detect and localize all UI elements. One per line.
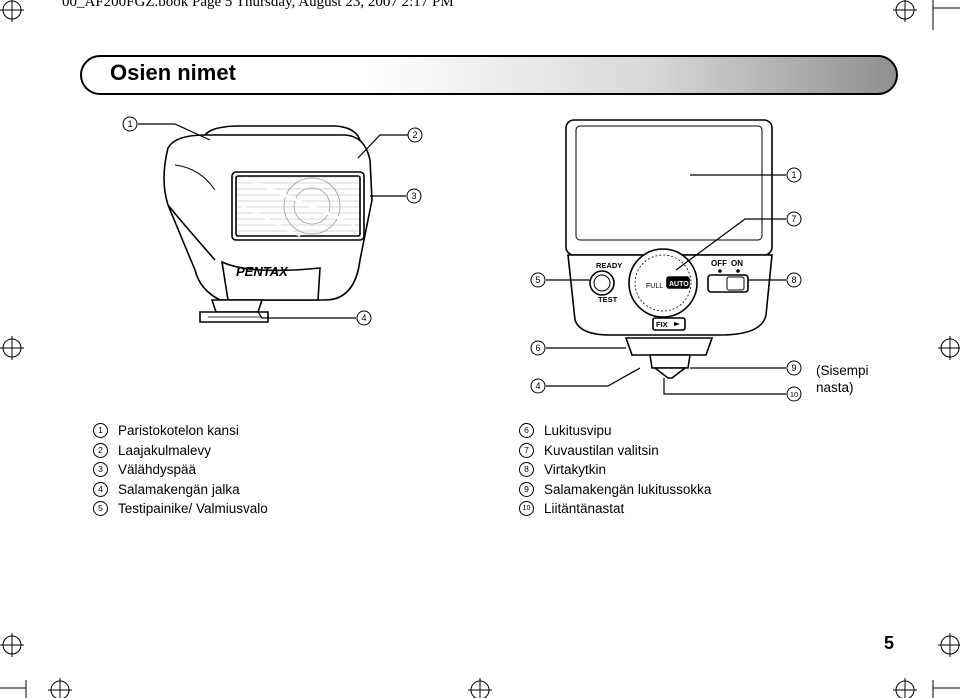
callout-num: 3: [411, 191, 416, 201]
legend-item: 10 Liitäntänastat: [519, 499, 711, 519]
off-label: OFF: [711, 259, 727, 268]
section-title-bar: [80, 55, 898, 95]
legend-number: 7: [519, 442, 534, 458]
legend-text: Paristokotelon kansi: [118, 423, 239, 438]
brand-label: PENTAX: [236, 264, 289, 279]
legend-item: 8 Virtakytkin: [519, 460, 711, 480]
legend-text: Salamakengän jalka: [118, 481, 240, 497]
legend-item: 9 Salamakengän lukitussokka: [519, 480, 711, 500]
legend-item: 4 Salamakengän jalka: [93, 480, 268, 500]
legend-item: 7 Kuvaustilan valitsin: [519, 441, 711, 461]
on-label: ON: [731, 259, 743, 268]
legend-number: 4: [93, 481, 108, 497]
legend-item: 1 Paristokotelon kansi: [93, 421, 268, 441]
parts-legend-right: 6 Lukitusvipu 7 Kuvaustilan valitsin 8 Virt…: [519, 421, 711, 519]
legend-text: Laajakulmalevy: [118, 442, 212, 458]
legend-item: 3 Välähdyspää: [93, 460, 268, 480]
legend-number: 2: [93, 442, 108, 458]
callout-num: 9: [791, 363, 796, 373]
legend-number: 6: [519, 423, 534, 439]
flash-rear-view: READY TEST FULL AUTO OFF ON FIX: [565, 119, 773, 379]
callout-num: 1: [127, 119, 132, 129]
inner-pin-note: (Sisempi nasta): [816, 363, 869, 395]
legend-number: 5: [93, 501, 108, 517]
auto-label: AUTO: [669, 281, 689, 288]
legend-item: 6 Lukitusvipu: [519, 421, 711, 441]
full-label: FULL: [646, 283, 663, 290]
legend-text: Lukitusvipu: [544, 423, 612, 438]
right-callout-lines: [546, 174, 786, 395]
callout-num: 1: [791, 170, 796, 180]
legend-number: 9: [519, 481, 534, 497]
page-number: 5: [884, 633, 895, 653]
legend-text: Testipainike/ Valmiusvalo: [118, 501, 268, 516]
flash-front-view: PENTAX: [163, 125, 373, 323]
legend-number: 3: [93, 462, 108, 478]
callout-num: 2: [412, 130, 417, 140]
left-callout-numbers: 1 2 3 4: [122, 116, 423, 326]
legend-text: Salamakengän lukitussokka: [544, 481, 712, 497]
right-callout-numbers: 1 7 5 8 6 9 4 10: [530, 167, 802, 402]
print-header-line: 00_AF200FGZ.book Page 5 Thursday, August…: [62, 0, 454, 10]
callout-num: 6: [535, 343, 540, 353]
callout-num: 7: [791, 214, 796, 224]
legend-item: 5 Testipainike/ Valmiusvalo: [93, 499, 268, 519]
legend-text: Virtakytkin: [544, 462, 607, 477]
legend-number: 10: [519, 501, 534, 517]
legend-text: Välähdyspää: [118, 462, 197, 477]
lock-lever[interactable]: [624, 337, 714, 356]
callout-num: 4: [361, 313, 366, 323]
legend-item: 2 Laajakulmalevy: [93, 441, 268, 461]
legend-text: Liitäntänastat: [544, 501, 625, 516]
legend-number: 8: [519, 462, 534, 478]
callout-num: 5: [535, 275, 540, 285]
callout-num: 10: [790, 390, 798, 399]
callout-num: 8: [791, 275, 796, 285]
test-label: TEST: [598, 295, 618, 304]
fix-label: FIX: [656, 320, 668, 329]
legend-text: Kuvaustilan valitsin: [544, 442, 659, 458]
callout-num: 4: [535, 381, 540, 391]
left-callout-lines: [138, 123, 408, 319]
legend-number: 1: [93, 423, 108, 439]
section-title: Osien nimet: [110, 60, 236, 85]
ready-label: READY: [596, 261, 622, 270]
